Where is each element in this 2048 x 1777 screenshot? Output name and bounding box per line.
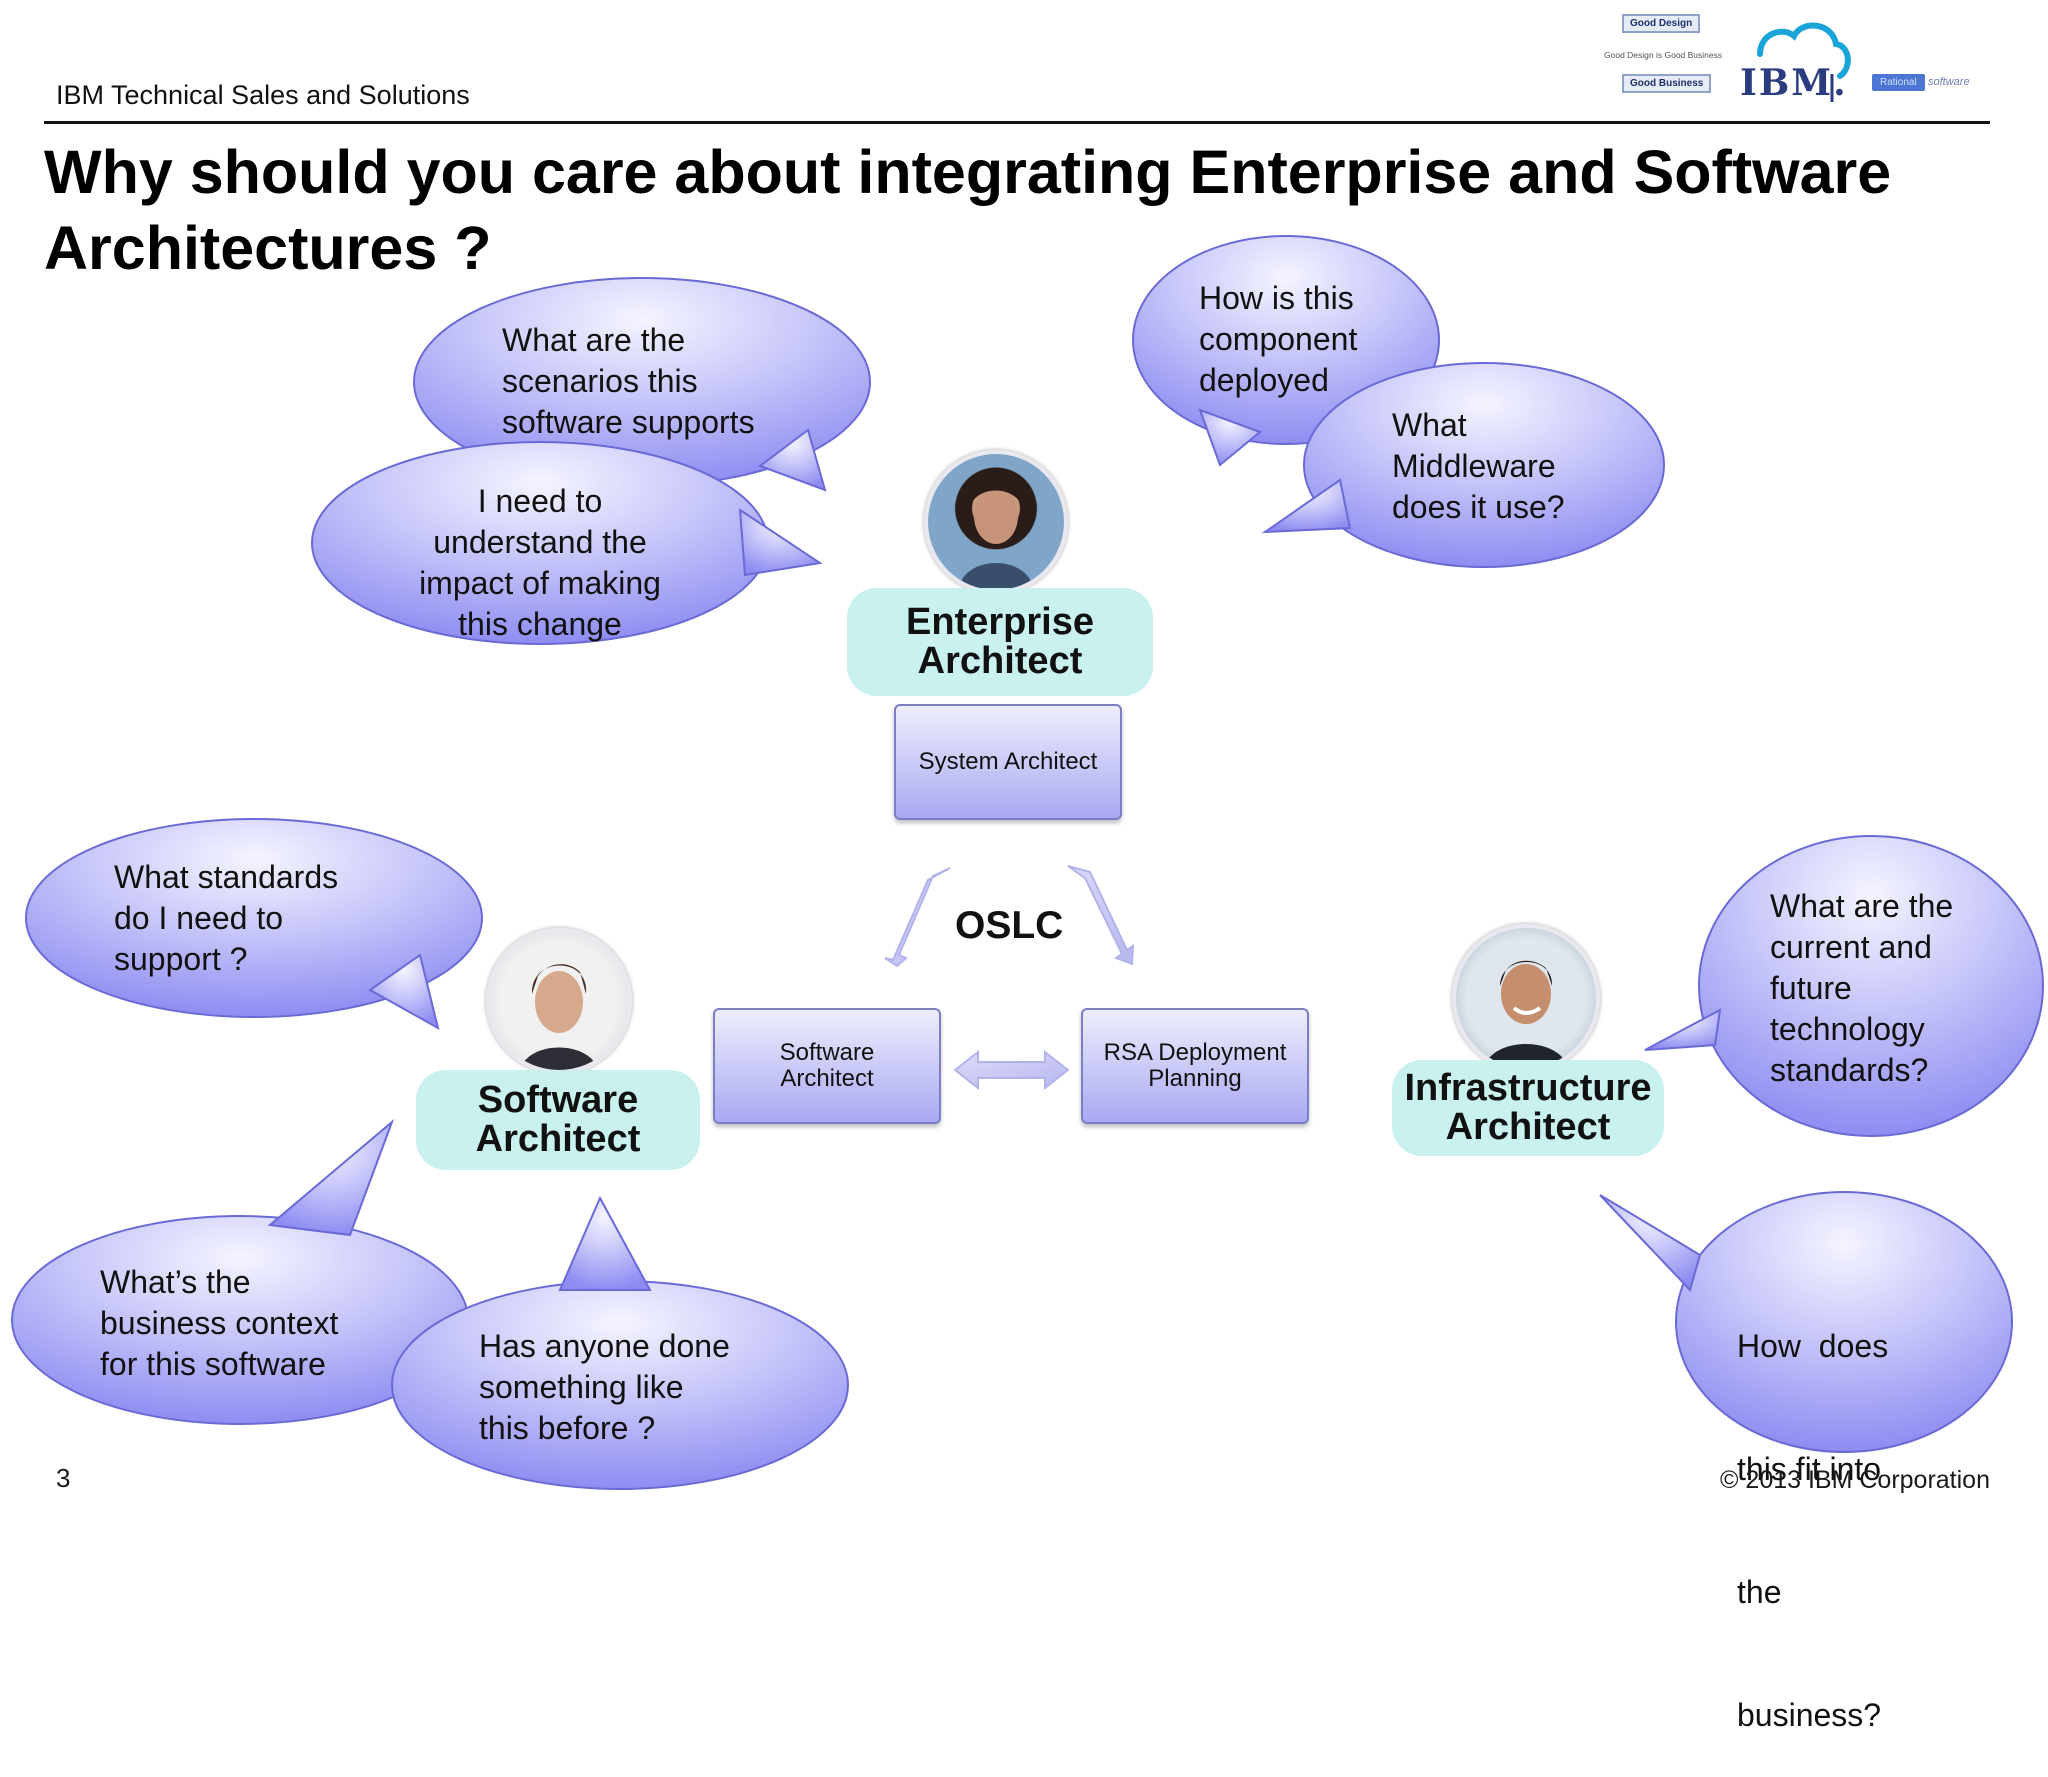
arrow-horizontal: [953, 1049, 1070, 1091]
copyright: © 2013 IBM Corporation: [1720, 1466, 1990, 1494]
good-business-badge: Good Business: [1622, 74, 1712, 93]
system-architect-box: System Architect: [894, 704, 1122, 820]
software-wordmark: software: [1928, 76, 1970, 88]
rational-badge: Rational: [1872, 74, 1925, 91]
bubble-scenarios: [413, 277, 871, 492]
bubble-business-fit-text: How does this fit into the business?: [1737, 1328, 1889, 1733]
logo-cluster: Good Design Good Design is Good Business…: [1600, 10, 1990, 110]
header-org: IBM Technical Sales and Solutions: [56, 80, 470, 110]
bubble-impact-text: I need to understand the impact of makin…: [419, 483, 661, 642]
bubble-middleware-text: What Middleware does it use?: [1392, 407, 1565, 525]
bubble-context: [11, 1118, 469, 1425]
bubble-impact: [311, 441, 823, 645]
bubble-middleware: [1261, 362, 1665, 568]
bubble-deployed-text: How is this component deployed: [1199, 280, 1358, 398]
person-icon: [520, 964, 598, 1070]
bubble-technology: [1644, 835, 2044, 1137]
bubble-standards-text: What standards do I need to support ?: [114, 859, 339, 977]
oslc-label: OSLC: [955, 904, 1064, 947]
bubble-context-text: What’s the business context for this sof…: [100, 1264, 339, 1382]
logo-tagline: Good Design is Good Business: [1604, 50, 1723, 60]
bubble-anyone-text: Has anyone done something like this befo…: [479, 1328, 730, 1446]
good-design-badge: Good Design: [1622, 14, 1701, 33]
diagram-graphics: [11, 235, 2044, 1490]
software-architect-box: Software Architect: [713, 1008, 941, 1124]
cloud-icon: [1757, 22, 1851, 102]
person-icon: [958, 480, 1034, 590]
software-architect-avatar: [486, 928, 632, 1074]
ibm-logo: IBM.: [1740, 62, 1848, 104]
title-line-1: Why should you care about integrating En…: [44, 138, 1892, 206]
infrastructure-architect-avatar: [1452, 924, 1600, 1072]
page-title: Why should you care about integrating En…: [44, 134, 2004, 286]
arrow-left-diagonal: [884, 867, 951, 968]
title-line-2: Architectures ?: [44, 214, 492, 282]
role-enterprise-architect: Enterprise Architect: [847, 588, 1153, 696]
page-number: 3: [56, 1463, 71, 1493]
bubble-anyone: [391, 1195, 849, 1490]
arrow-right-diagonal: [1067, 865, 1135, 966]
role-software-architect: Software Architect: [416, 1070, 700, 1170]
bubble-scenarios-text: What are the scenarios this software sup…: [502, 322, 755, 440]
header-rule: [44, 121, 1990, 124]
role-infrastructure-architect: Infrastructure Architect: [1392, 1060, 1664, 1156]
bubble-standards: [25, 818, 483, 1030]
bubble-business-fit: [1599, 1191, 2013, 1453]
rsa-deployment-planning-box: RSA Deployment Planning: [1081, 1008, 1309, 1124]
person-icon: [1484, 960, 1568, 1068]
enterprise-architect-avatar: [924, 450, 1068, 594]
bubble-technology-text: What are the current and future technolo…: [1770, 888, 1954, 1088]
